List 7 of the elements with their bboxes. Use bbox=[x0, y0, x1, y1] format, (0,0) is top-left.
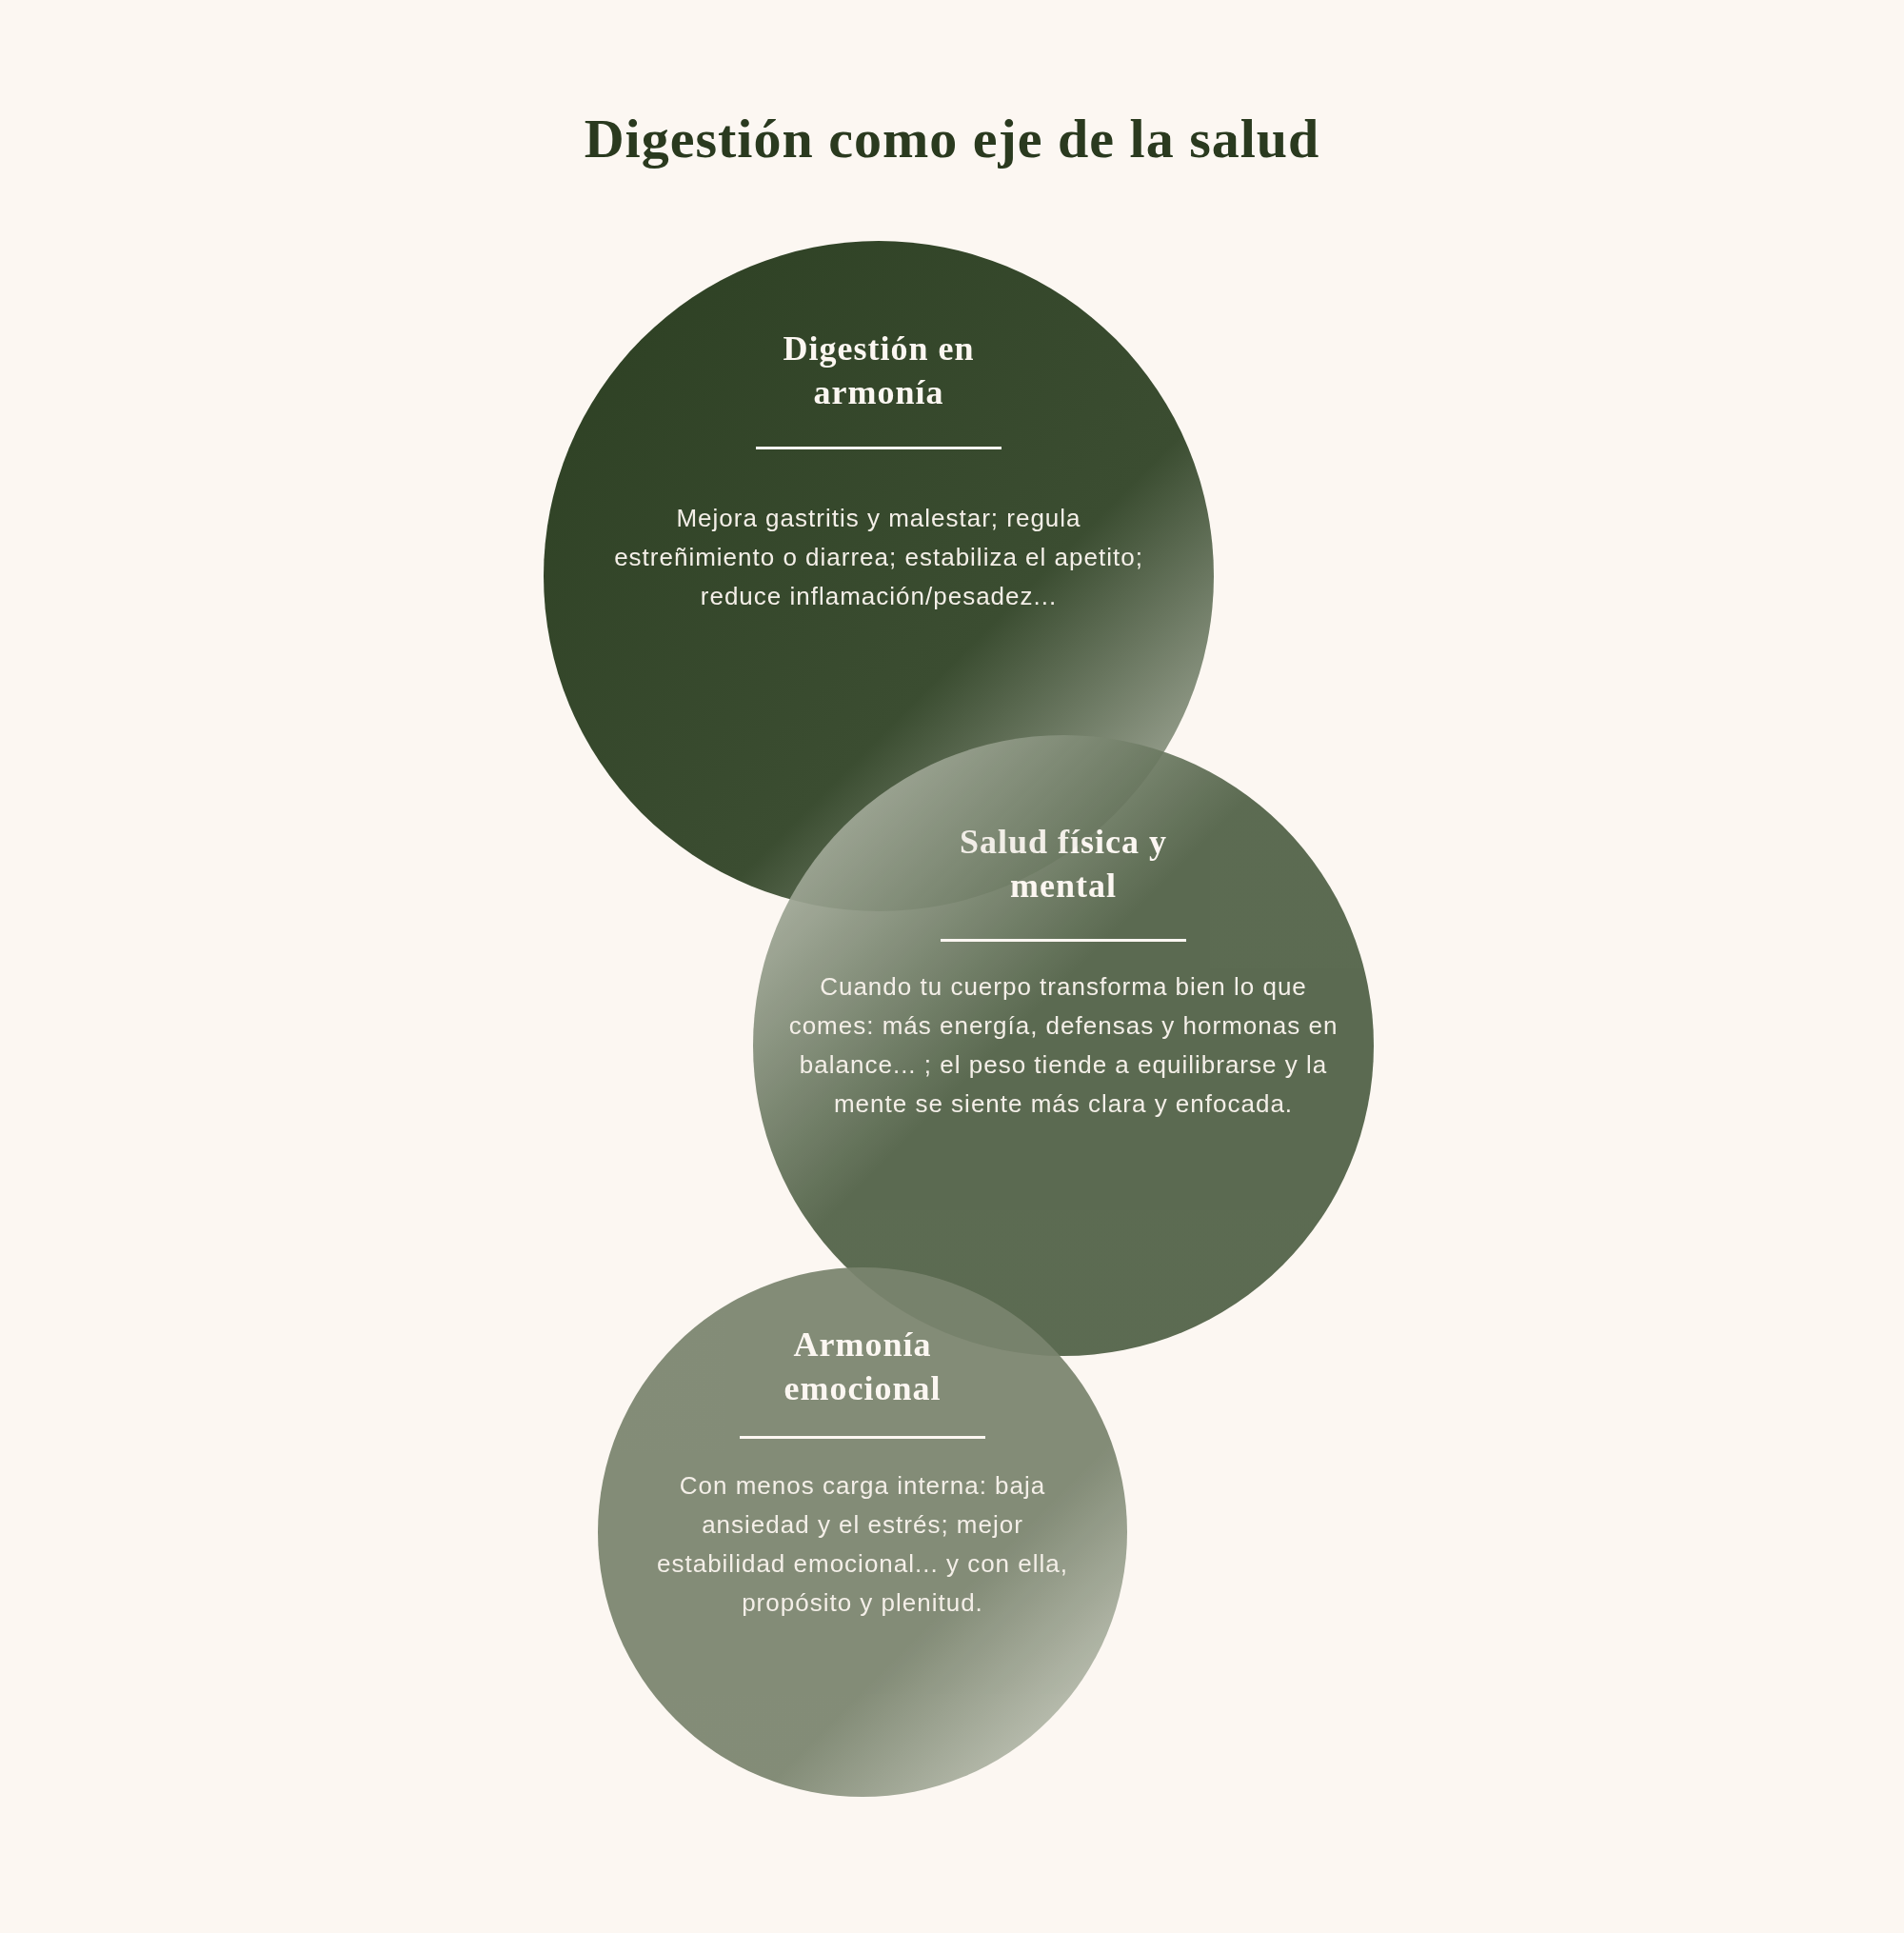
circle-heading: Salud física y mental bbox=[958, 822, 1168, 907]
circle-description: Cuando tu cuerpo transforma bien lo que comes: más energía, defensas y hormonas en balance... ; el peso tiende a equilibrarse y la mente se siente más clara y enfocada. bbox=[787, 971, 1339, 1120]
circle-heading: Digestión en armonía bbox=[782, 329, 976, 413]
title: Digestión como eje de la salud bbox=[583, 107, 1321, 170]
circle-description: Mejora gastritis y malestar; regula estreñimiento o diarrea; estabiliza el apetito; reduce inflamación/pesadez... bbox=[613, 503, 1144, 612]
circle-heading: Armonía emocional bbox=[783, 1325, 942, 1409]
circle-description: Con menos carga interna: baja ansiedad y el estrés; mejor estabilidad emocional... y con ella, propósito y plenitud. bbox=[656, 1470, 1069, 1619]
